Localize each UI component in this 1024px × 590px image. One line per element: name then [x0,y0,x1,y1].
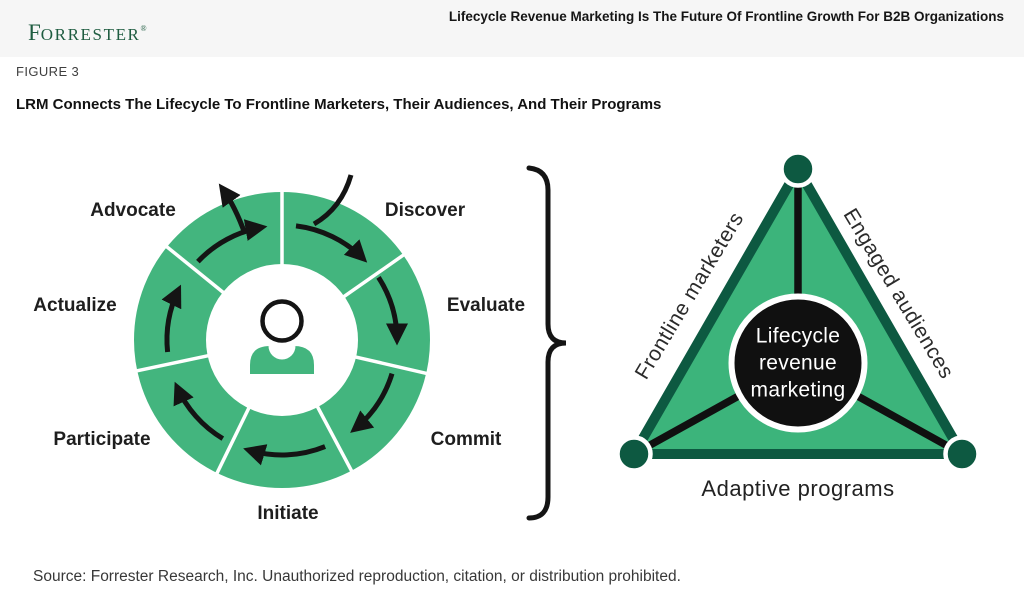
source-note: Source: Forrester Research, Inc. Unautho… [33,568,681,585]
report-title: Lifecycle Revenue Marketing Is The Futur… [448,9,1004,24]
registered-mark: ® [140,24,147,33]
triangle-center-text: Lifecycle revenue marketing [751,323,846,404]
forrester-logo: FORRESTER® [28,21,147,45]
center-text-line2: revenue [759,351,837,375]
exit-arrow [218,183,248,235]
triangle-vertex-top [779,150,817,188]
center-circle [728,293,868,433]
stage-label-discover: Discover [384,200,466,221]
stage-label-actualize: Actualize [33,295,117,316]
curly-brace [526,165,567,521]
segment-dividers [134,190,429,476]
person-head [260,299,304,343]
triangle-vertex-left [615,435,653,473]
figure-number-label: FIGURE 3 [16,64,80,79]
person-body [250,346,314,374]
stage-label-evaluate: Evaluate [446,295,526,316]
person-icon [250,299,314,374]
center-text-line1: Lifecycle [755,324,841,348]
triangle-vertex-right [943,435,981,473]
lrm-triangle [615,150,981,473]
stage-label-advocate: Advocate [90,200,176,221]
arrow-actualize [161,284,182,353]
forrester-logo-rest: ORRESTER [40,25,141,44]
stage-label-participate: Participate [53,429,151,450]
arrow-commit [350,372,395,433]
arrow-discover [295,223,368,263]
triangle-label-adaptive-programs: Adaptive programs [701,476,895,501]
arrow-initiate [243,444,327,466]
arrow-participate [173,381,225,441]
arrow-advocate [196,219,268,264]
stage-label-initiate: Initiate [257,503,319,524]
center-text-line3: marketing [750,378,846,402]
clockwise-arrows [161,174,409,466]
stage-label-commit: Commit [430,429,502,450]
forrester-logo-initial: F [28,20,41,45]
arrow-evaluate [376,276,409,346]
figure-title: LRM Connects The Lifecycle To Frontline … [16,96,662,113]
header-bar: FORRESTER® Lifecycle Revenue Marketing I… [0,0,1024,57]
lifecycle-ring [134,174,430,488]
entry-arrow [312,174,354,227]
